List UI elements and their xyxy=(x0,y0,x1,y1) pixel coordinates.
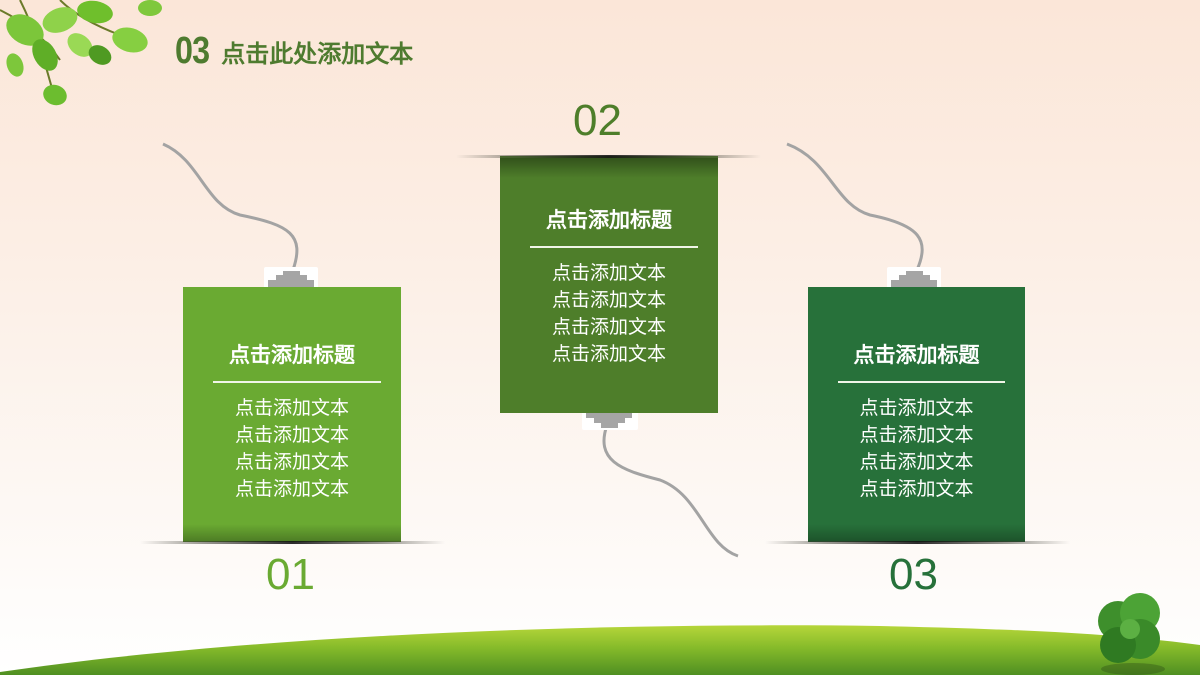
card-text[interactable]: 点击添加文本 xyxy=(551,316,666,338)
card-title[interactable]: 点击添加标题 xyxy=(546,208,672,232)
clover-image xyxy=(1098,593,1165,675)
shelf-line xyxy=(140,541,445,544)
divider xyxy=(213,381,381,383)
grass-hill-image xyxy=(0,625,1200,675)
card-text[interactable]: 点击添加文本 xyxy=(234,397,349,419)
leaves-icon xyxy=(0,0,162,106)
card-text[interactable]: 点击添加文本 xyxy=(234,424,349,446)
card-shadow xyxy=(500,158,718,178)
card-01[interactable]: 点击添加标题 点击添加文本 点击添加文本 点击添加文本 点击添加文本 xyxy=(183,287,401,542)
shelf-line xyxy=(456,155,761,158)
card-03[interactable]: 点击添加标题 点击添加文本 点击添加文本 点击添加文本 点击添加文本 xyxy=(808,287,1025,542)
card-index-03: 03 xyxy=(889,550,938,599)
card-text[interactable]: 点击添加文本 xyxy=(234,478,349,500)
card-02[interactable]: 点击添加标题 点击添加文本 点击添加文本 点击添加文本 点击添加文本 xyxy=(500,156,718,413)
card-index-02: 02 xyxy=(573,96,622,145)
section-title: 点击此处添加文本 xyxy=(221,40,414,68)
divider xyxy=(530,246,698,248)
card-text[interactable]: 点击添加文本 xyxy=(859,478,974,500)
card-index-01: 01 xyxy=(266,550,315,599)
card-text[interactable]: 点击添加文本 xyxy=(859,424,974,446)
card-title[interactable]: 点击添加标题 xyxy=(853,343,980,367)
section-number: 03 xyxy=(175,30,210,72)
card-text[interactable]: 点击添加文本 xyxy=(551,289,666,311)
page-title: 03 点击此处添加文本 xyxy=(175,30,413,73)
shelf-line xyxy=(765,541,1070,544)
divider xyxy=(838,381,1005,383)
card-text[interactable]: 点击添加文本 xyxy=(234,451,349,473)
card-text[interactable]: 点击添加文本 xyxy=(859,397,974,419)
card-shadow xyxy=(183,524,401,542)
card-text[interactable]: 点击添加文本 xyxy=(859,451,974,473)
card-text[interactable]: 点击添加文本 xyxy=(551,343,666,365)
card-title[interactable]: 点击添加标题 xyxy=(229,343,355,367)
card-text[interactable]: 点击添加文本 xyxy=(551,262,666,284)
card-shadow xyxy=(808,524,1025,542)
